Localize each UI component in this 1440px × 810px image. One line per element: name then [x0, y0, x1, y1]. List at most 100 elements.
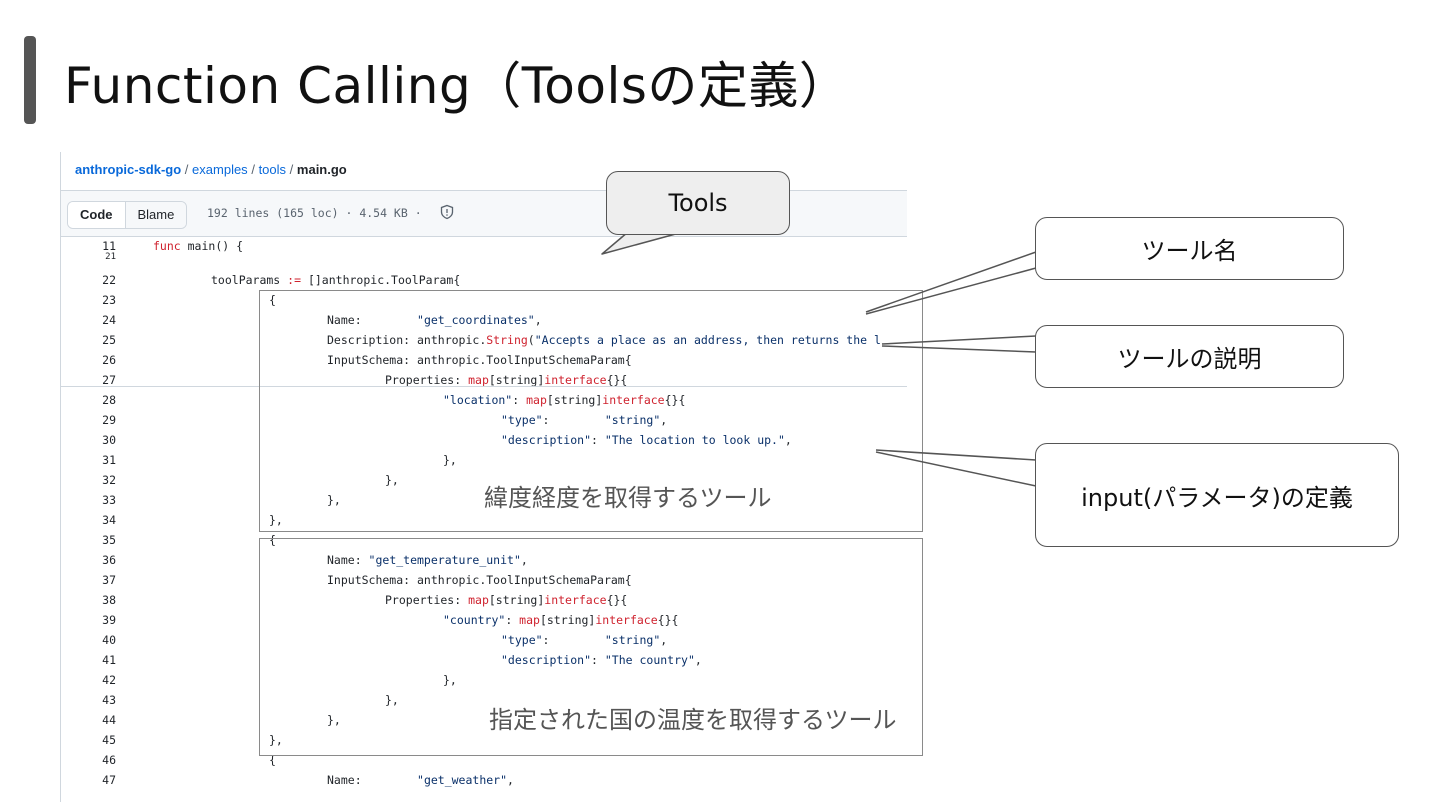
code-line: 34}, — [61, 510, 907, 530]
code-token: []anthropic.ToolParam{ — [301, 273, 461, 287]
input-def-pointer-1 — [875, 449, 1037, 461]
code-token: { — [269, 753, 276, 767]
line-number[interactable]: 30 — [102, 433, 116, 447]
code-text: }, — [269, 510, 283, 530]
code-keyword: := — [287, 273, 302, 287]
code-text: }, — [443, 450, 457, 470]
code-token: InputSchema: anthropic.ToolInputSchemaPa… — [327, 353, 632, 367]
line-number[interactable]: 31 — [102, 453, 116, 467]
line-number[interactable]: 43 — [102, 693, 116, 707]
line-number[interactable]: 41 — [102, 653, 116, 667]
title-accent-bar — [24, 36, 36, 124]
line-number[interactable]: 33 — [102, 493, 116, 507]
tools-callout: Tools — [606, 171, 790, 235]
code-keyword: interface — [595, 613, 658, 627]
line-number[interactable]: 46 — [102, 753, 116, 767]
code-line: 30 "description": "The location to look u… — [61, 430, 907, 450]
line-number[interactable]: 36 — [102, 553, 116, 567]
code-string: "The location to look up." — [604, 433, 785, 447]
input-definition-callout: input(パラメータ)の定義 — [1035, 443, 1399, 547]
line-number[interactable]: 37 — [102, 573, 116, 587]
code-keyword: map — [519, 613, 540, 627]
line-number[interactable]: 34 — [102, 513, 116, 527]
code-line: 29"type": "string", — [61, 410, 907, 430]
line-number[interactable]: 27 — [102, 373, 116, 387]
code-token: {}{ — [657, 613, 679, 627]
blame-tab[interactable]: Blame — [125, 202, 187, 228]
code-line: 39"country": map[string]interface{}{ — [61, 610, 907, 630]
line-number[interactable]: 29 — [102, 413, 116, 427]
code-line: 21 — [61, 252, 907, 262]
code-text: Description: anthropic.String("Accepts a… — [327, 330, 881, 350]
tool-name-pointer-2 — [865, 267, 1037, 315]
code-token: Description: anthropic. — [327, 333, 487, 347]
code-text: { — [269, 290, 276, 310]
line-number[interactable]: 45 — [102, 733, 116, 747]
code-text: InputSchema: anthropic.ToolInputSchemaPa… — [327, 570, 632, 590]
line-number[interactable]: 42 — [102, 673, 116, 687]
tool-highlight-box-2 — [259, 538, 923, 756]
view-mode-toggle: Code Blame — [67, 201, 188, 229]
code-token: InputSchema: anthropic.ToolInputSchemaPa… — [327, 573, 632, 587]
line-number[interactable]: 44 — [102, 713, 116, 727]
code-token: Properties: — [385, 593, 469, 607]
code-line: 26 InputSchema: anthropic.ToolInputSchema… — [61, 350, 907, 370]
code-string: "description" — [501, 433, 592, 447]
code-token: }, — [269, 513, 283, 527]
tools-callout-tail — [601, 231, 684, 255]
code-string: "type" — [501, 633, 543, 647]
code-token: : — [591, 433, 605, 447]
line-number[interactable]: 25 — [102, 333, 116, 347]
line-number[interactable]: 22 — [102, 273, 116, 287]
breadcrumb-tools-link[interactable]: tools — [258, 162, 287, 177]
tool-desc-pointer-1 — [881, 335, 1037, 345]
code-token: { — [269, 533, 276, 547]
github-code-view: anthropic-sdk-go / examples / tools / ma… — [60, 152, 907, 802]
line-number[interactable]: 26 — [102, 353, 116, 367]
breadcrumb-examples-link[interactable]: examples — [192, 162, 248, 177]
shield-icon[interactable] — [439, 204, 455, 220]
code-token: [string] — [539, 613, 596, 627]
breadcrumb-repo-link[interactable]: anthropic-sdk-go — [75, 162, 182, 177]
line-number[interactable]: 40 — [102, 633, 116, 647]
code-token: main() { — [180, 239, 244, 253]
line-number[interactable]: 35 — [102, 533, 116, 547]
code-token: , — [660, 413, 668, 427]
code-token: ( — [527, 333, 535, 347]
code-token: [string] — [546, 393, 603, 407]
code-text: }, — [385, 690, 399, 710]
line-number[interactable]: 24 — [102, 313, 116, 327]
line-number[interactable]: 28 — [102, 393, 116, 407]
line-number[interactable]: 23 — [102, 293, 116, 307]
line-number[interactable]: 47 — [102, 773, 116, 787]
code-string: "string" — [604, 633, 661, 647]
code-keyword: map — [468, 593, 489, 607]
line-number[interactable]: 39 — [102, 613, 116, 627]
breadcrumb-separator: / — [184, 162, 189, 177]
code-string: "description" — [501, 653, 592, 667]
line-number[interactable]: 38 — [102, 593, 116, 607]
code-string: "type" — [501, 413, 543, 427]
code-string: "get_temperature_unit" — [368, 553, 521, 567]
annotation-temperature-tool: 指定された国の温度を取得するツール — [489, 706, 897, 734]
line-number[interactable]: 21 — [105, 252, 116, 262]
code-string: "location" — [443, 393, 513, 407]
tool-name-pointer-1 — [865, 251, 1037, 313]
code-token: Properties: — [385, 373, 469, 387]
code-token: , — [694, 653, 702, 667]
code-line: 40"type": "string", — [61, 630, 907, 650]
tool-name-callout: ツール名 — [1035, 217, 1344, 280]
code-token: : — [591, 653, 605, 667]
code-text: "location": map[string]interface{}{ — [443, 390, 685, 410]
code-tab[interactable]: Code — [68, 202, 126, 228]
code-string: "Accepts a place as an address, then ret… — [534, 333, 881, 347]
code-string: "country" — [443, 613, 506, 627]
line-number[interactable]: 32 — [102, 473, 116, 487]
line-number[interactable]: 11 — [102, 239, 116, 253]
